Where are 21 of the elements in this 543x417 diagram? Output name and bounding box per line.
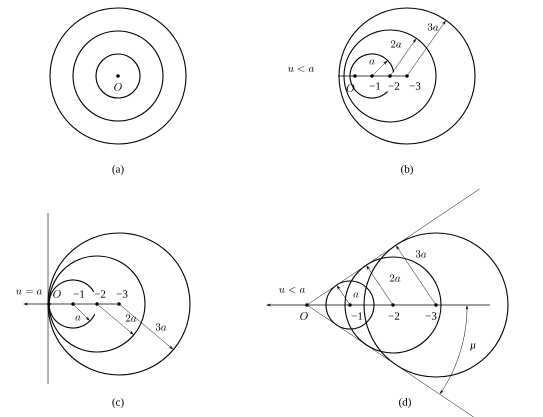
panel-label: (c) xyxy=(112,398,124,408)
point-label: −1 xyxy=(370,82,380,90)
point-label: $O$ xyxy=(114,83,122,91)
point-label: $O$ xyxy=(300,312,308,320)
velocity-label: $u<a$ xyxy=(288,66,314,72)
point-label: $a$ xyxy=(354,292,359,298)
dimension-label: $3a$ xyxy=(428,23,438,31)
point-label: −1 xyxy=(352,312,362,320)
dimension-label: $2a$ xyxy=(390,40,402,48)
panel-label: (a) xyxy=(112,165,124,175)
angle-label: μ xyxy=(470,343,476,351)
point-label: −2 xyxy=(388,82,400,90)
point-label: −3 xyxy=(410,82,420,90)
panel-label: (d) xyxy=(399,398,411,408)
velocity-label: $u<a$ xyxy=(279,286,305,294)
dimension-label: $2a$ xyxy=(390,274,400,282)
dimension-label: $3a$ xyxy=(416,250,426,258)
point-label: −2 xyxy=(388,312,400,320)
dimension-label: $a$ xyxy=(370,60,375,64)
panel-label: (b) xyxy=(401,165,413,175)
point-label: −3 xyxy=(426,312,436,320)
